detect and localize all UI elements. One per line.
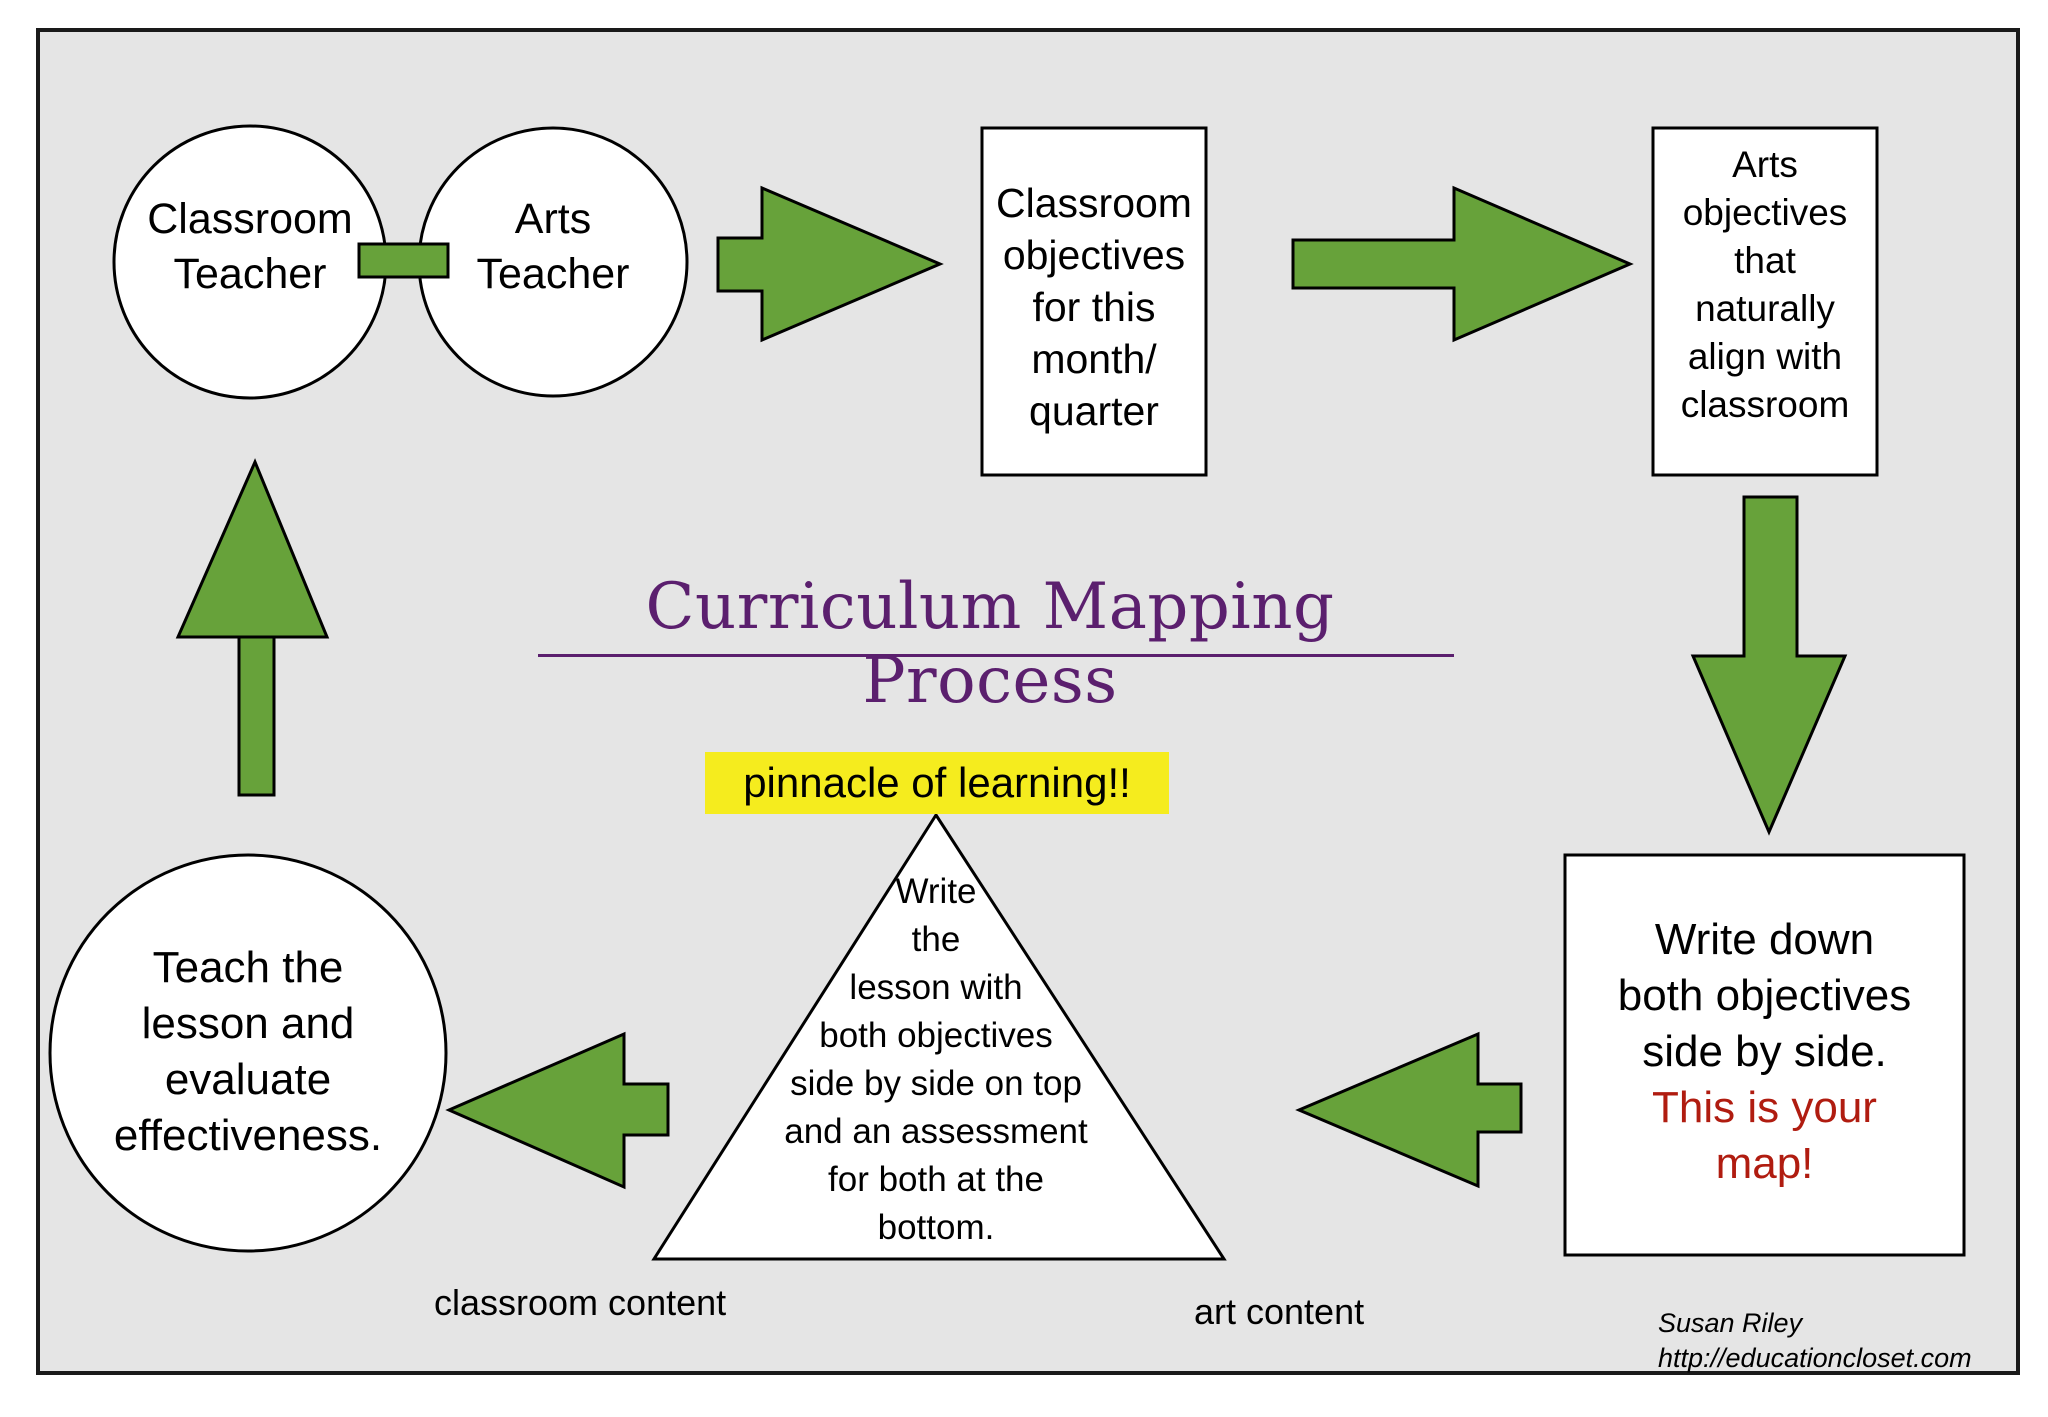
line: effectiveness. (113, 1111, 383, 1160)
line: for this (1032, 284, 1156, 330)
line: classroom (1680, 384, 1850, 425)
art-content-label: art content (1194, 1291, 1365, 1332)
line: Classroom (996, 180, 1192, 226)
line: lesson and (141, 999, 355, 1048)
emphasis-line: This is your (1652, 1083, 1877, 1132)
lesson-triangle (651, 812, 1227, 1261)
line: objectives (1002, 232, 1186, 278)
line: Arts (514, 195, 592, 243)
line: month/ (1031, 336, 1157, 382)
line: the (911, 920, 961, 959)
write-lesson-label: Write the lesson with both objectives si… (736, 868, 1136, 1252)
write-down-label: Write down both objectives side by side.… (1568, 912, 1961, 1192)
line: lesson with (849, 968, 1023, 1007)
credit-name: Susan Riley (1658, 1308, 1803, 1338)
arrow-left-1 (1295, 1031, 1523, 1189)
diagram-title: Curriculum Mapping Process (645, 570, 1335, 718)
emphasis-line: map! (1715, 1139, 1814, 1188)
arts-teacher-label: Arts Teacher (440, 192, 666, 302)
line: for both at the (828, 1160, 1044, 1199)
line: Teacher (476, 250, 630, 298)
line: naturally (1695, 288, 1835, 329)
teach-circle (48, 853, 448, 1253)
line: Teach the (152, 943, 344, 992)
write-down-box (1563, 853, 1966, 1257)
line: align with (1687, 336, 1843, 377)
classroom-objectives-box (980, 126, 1208, 477)
line: side by side. (1642, 1027, 1887, 1076)
pinnacle-label: pinnacle of learning!! (705, 752, 1169, 814)
line: Arts (1732, 144, 1798, 185)
line: bottom. (877, 1208, 995, 1247)
line: that (1734, 240, 1796, 281)
credit-url: http://educationcloset.com (1658, 1343, 1972, 1374)
line: Classroom (147, 195, 353, 243)
classroom-teacher-label: Classroom Teacher (120, 192, 380, 302)
classroom-objectives-label: Classroom objectives for this month/ qua… (984, 177, 1204, 437)
line: Write down (1654, 915, 1875, 964)
classroom-content-label: classroom content (434, 1282, 727, 1323)
line: evaluate (164, 1055, 332, 1104)
arrow-right-1 (716, 185, 944, 343)
line: both objectives (1617, 971, 1912, 1020)
credit: Susan Riley http://educationcloset.com (1658, 1306, 1988, 1376)
arrow-right-2 (1291, 185, 1634, 343)
teacher-connector (357, 242, 450, 279)
line: both objectives (819, 1016, 1053, 1055)
arrow-left-2 (445, 1031, 670, 1190)
line: side by side on top (790, 1064, 1082, 1103)
arrow-up (175, 458, 330, 797)
arts-objectives-label: Arts objectives that naturally align wit… (1655, 141, 1875, 429)
line: objectives (1682, 192, 1848, 233)
arts-objectives-box (1651, 126, 1879, 477)
line: quarter (1029, 388, 1159, 434)
line: Write (895, 872, 977, 911)
teach-label: Teach the lesson and evaluate effectiven… (70, 940, 426, 1164)
arrow-down (1690, 495, 1848, 836)
line: Teacher (173, 250, 327, 298)
line: and an assessment (784, 1112, 1088, 1151)
title-underline (538, 654, 1454, 657)
